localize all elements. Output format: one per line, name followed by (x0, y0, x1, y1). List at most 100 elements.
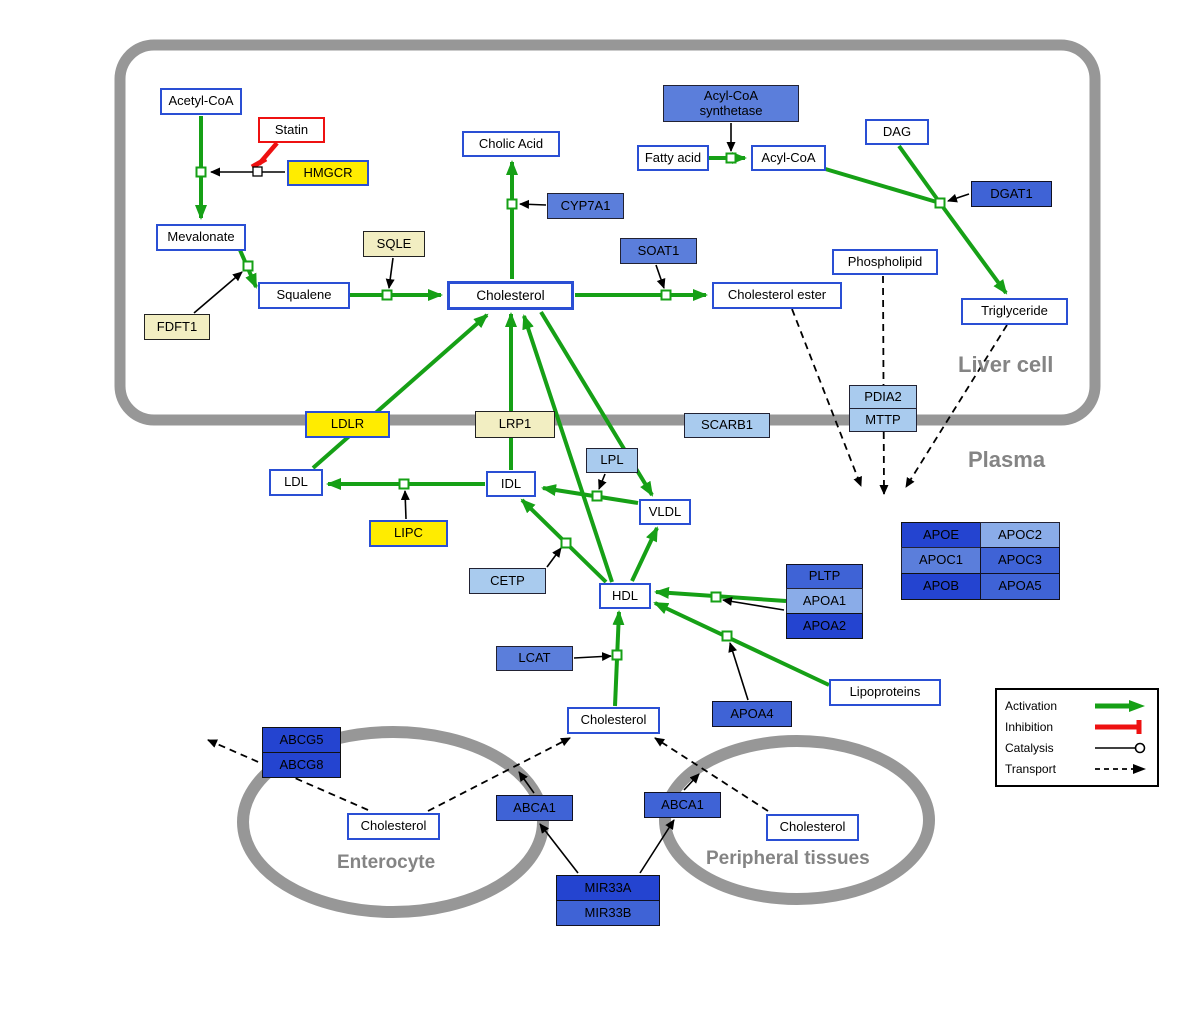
node-mevalonate: Mevalonate (156, 224, 246, 251)
transport-triglyceride-secretion (905, 324, 1008, 488)
node-apoe: APOE (901, 522, 981, 548)
node-statin: Statin (258, 117, 325, 143)
edge-acylcoa-junction (821, 166, 941, 205)
node-vldl: VLDL (639, 499, 691, 525)
legend-activation-label: Activation (1005, 698, 1058, 713)
edge-lipoproteins-hdl (653, 601, 830, 687)
node-cholesterol-peripheral: Cholesterol (766, 814, 859, 841)
node-acetyl-coa: Acetyl-CoA (160, 88, 242, 115)
peripheral-tissues-membrane (659, 735, 935, 905)
reaction-node (195, 166, 207, 178)
catalysis-abca1-left (518, 771, 535, 794)
catalysis-sqle (385, 257, 395, 289)
node-abca1-left: ABCA1 (496, 795, 573, 821)
node-fdft1: FDFT1 (144, 314, 210, 340)
node-lipc: LIPC (369, 520, 448, 547)
node-lpl: LPL (586, 448, 638, 473)
node-ldl: LDL (269, 469, 323, 496)
enterocyte-label: Enterocyte (337, 852, 436, 873)
node-cholesterol-liver: Cholesterol (447, 281, 574, 310)
reaction-node (721, 630, 733, 642)
legend-row-catalysis: Catalysis (1005, 738, 1149, 759)
node-acyl-coa-synthetase: Acyl-CoA synthetase (663, 85, 799, 122)
legend-row-activation: Activation (1005, 695, 1149, 716)
node-abcg5: ABCG5 (262, 727, 341, 753)
reaction-node (591, 490, 603, 502)
catalysis-apoa4 (728, 642, 749, 701)
node-acyl-coa: Acyl-CoA (751, 145, 826, 171)
reaction-nodes (195, 152, 946, 661)
catalysis-anchor-hmgcr (252, 166, 263, 177)
reaction-node (725, 152, 737, 164)
edge-mir33-abca1-left (539, 823, 579, 874)
edge-hdl-cholesterol (522, 314, 614, 583)
node-lrp1: LRP1 (475, 411, 555, 438)
node-lipoproteins: Lipoproteins (829, 679, 941, 706)
reaction-node (934, 197, 946, 209)
node-ldlr: LDLR (305, 411, 390, 438)
node-apoa4: APOA4 (712, 701, 792, 727)
node-apoc1: APOC1 (901, 547, 981, 574)
catalysis-dgat1 (947, 193, 970, 203)
peripheral-tissues-label: Peripheral tissues (706, 848, 870, 869)
catalysis-cyp7a1 (519, 199, 547, 209)
node-squalene: Squalene (258, 282, 350, 309)
activation-arrow-icon (1095, 699, 1145, 712)
node-mir33a: MIR33A (556, 875, 660, 901)
reaction-node (710, 591, 722, 603)
reaction-node (398, 478, 410, 490)
catalysis-lpl (598, 473, 607, 490)
catalysis-lipc (400, 490, 410, 520)
statin-inhibition-tbar (250, 156, 268, 170)
reaction-node (381, 289, 393, 301)
legend-row-inhibition: Inhibition (1005, 716, 1149, 737)
membranes (114, 39, 1101, 918)
edge-vldl-idl (541, 484, 639, 505)
node-cholesterol-enterocyte: Cholesterol (347, 813, 440, 840)
legend-catalysis-label: Catalysis (1005, 741, 1054, 756)
activation-edges (195, 116, 1008, 707)
legend-row-transport: Transport (1005, 759, 1149, 780)
catalysis-circle-icon (1095, 742, 1146, 754)
node-cholesterol-ester: Cholesterol ester (712, 282, 842, 309)
node-apoa1: APOA1 (786, 588, 863, 614)
edge-dag-junction (897, 144, 942, 205)
node-fatty-acid: Fatty acid (637, 145, 709, 171)
transport-dashed-arrow-icon (1095, 764, 1146, 775)
plasma-label: Plasma (968, 447, 1046, 472)
node-lcat: LCAT (496, 646, 573, 671)
node-apoa5: APOA5 (980, 573, 1060, 600)
catalysis-lcat (573, 651, 612, 661)
node-cholesterol-plasma: Cholesterol (567, 707, 660, 734)
liver-cell-membrane (114, 39, 1101, 426)
node-idl: IDL (486, 471, 536, 497)
transport-enterocyte-cholesterol-plasma (427, 737, 571, 812)
node-pdia2: PDIA2 (849, 385, 917, 409)
catalysis-soat1 (655, 264, 666, 289)
node-abcg8: ABCG8 (262, 752, 341, 778)
node-triglyceride: Triglyceride (961, 298, 1068, 325)
liver-cell-label: Liver cell (958, 352, 1054, 377)
node-mir33b: MIR33B (556, 900, 660, 926)
edge-junction-triglyceride (938, 201, 1008, 295)
node-cyp7a1: CYP7A1 (547, 193, 624, 219)
catalysis-cetp (546, 547, 562, 568)
node-cetp: CETP (469, 568, 546, 594)
reaction-node (660, 289, 672, 301)
node-phospholipid: Phospholipid (832, 249, 938, 275)
catalysis-edges (193, 123, 970, 874)
transport-cholesterolester-secretion (791, 308, 862, 487)
node-apoc2: APOC2 (980, 522, 1060, 548)
node-soat1: SOAT1 (620, 238, 697, 264)
node-sqle: SQLE (363, 231, 425, 257)
edge-ldl-cholesterol (311, 313, 489, 470)
legend-inhibition-label: Inhibition (1005, 719, 1054, 734)
reaction-node (560, 537, 572, 549)
node-pltp: PLTP (786, 564, 863, 589)
node-dag: DAG (865, 119, 929, 145)
node-mttp: MTTP (849, 408, 917, 432)
node-dgat1: DGAT1 (971, 181, 1052, 207)
reaction-node (506, 198, 518, 210)
